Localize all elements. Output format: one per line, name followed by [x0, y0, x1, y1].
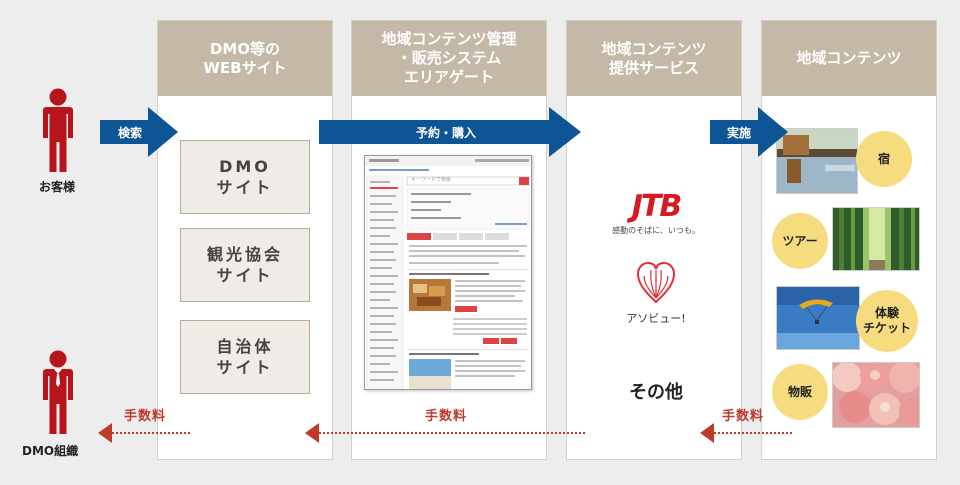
- asoview-label: アソビュー!: [626, 312, 686, 325]
- mockup-wireframe: [365, 156, 531, 389]
- fee-arrow-to-system: [700, 423, 794, 443]
- asoview-provider: アソビュー!: [614, 261, 698, 326]
- management-system-header: 地域コンテンツ管理 ・販売システム エリアゲート: [352, 21, 546, 96]
- experience-ticket-badge: 体験 チケット: [856, 290, 918, 352]
- customer-person-icon: [43, 88, 73, 172]
- municipality-site-box: 自治体 サイト: [180, 320, 310, 394]
- jtb-provider: JTB 感動のそばに、いつも。: [610, 192, 702, 236]
- fee-arrow-to-websites: [305, 423, 585, 443]
- regional-content-header: 地域コンテンツ: [762, 21, 936, 96]
- customer-label: お客様: [39, 180, 76, 194]
- merchandise-badge: 物販: [772, 364, 828, 420]
- dmo-organization-label: DMO組織: [22, 444, 79, 458]
- tour-badge: ツアー: [772, 213, 828, 269]
- execute-arrow-label: 実施: [727, 126, 752, 140]
- paraglider-photo: [776, 286, 860, 350]
- provision-service-header: 地域コンテンツ 提供サービス: [567, 21, 741, 96]
- fee-label-system: 手数料: [425, 409, 468, 424]
- lodging-badge: 宿: [856, 131, 912, 187]
- jtb-logo: JTB: [631, 189, 683, 224]
- provision-service-column: 地域コンテンツ 提供サービス: [566, 20, 742, 460]
- reserve-arrow: [319, 107, 581, 157]
- hot-spring-photo: [776, 128, 858, 194]
- mockup-search-placeholder: キーワードで検索: [411, 177, 452, 183]
- search-arrow: [100, 107, 178, 157]
- dmo-website-header: DMO等の WEBサイト: [158, 21, 332, 96]
- jtb-tagline: 感動のそばに、いつも。: [612, 226, 700, 235]
- tourism-association-site-box: 観光協会 サイト: [180, 228, 310, 302]
- reserve-arrow-label: 予約・購入: [416, 126, 477, 140]
- asoview-heart-icon: [636, 261, 676, 304]
- search-arrow-label: 検索: [118, 126, 143, 140]
- areagate-site-mockup: キーワードで検索: [364, 155, 532, 390]
- execute-arrow: [710, 107, 788, 157]
- dmo-organization-person-icon: [43, 350, 73, 434]
- fee-label-content: 手数料: [722, 409, 765, 424]
- bamboo-forest-photo: [832, 207, 920, 271]
- fee-label-dmo: 手数料: [124, 409, 167, 424]
- dmo-site-box: DMO サイト: [180, 140, 310, 214]
- fee-arrow-to-dmo: [98, 423, 192, 443]
- peaches-photo: [832, 362, 920, 428]
- other-provider-label: その他: [629, 382, 683, 403]
